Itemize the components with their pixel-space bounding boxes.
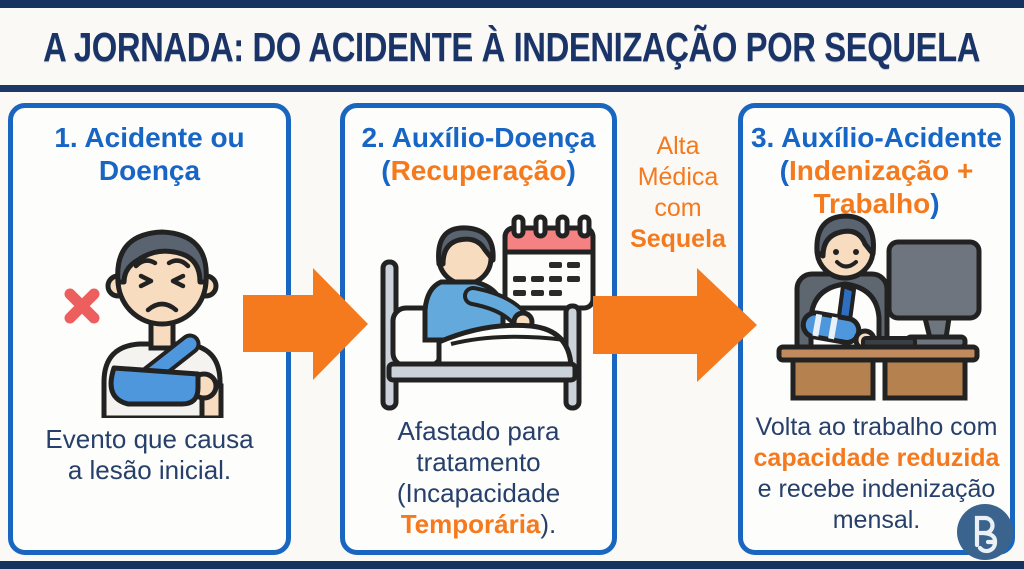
x-mark-icon [64, 288, 99, 324]
arm-cast-icon [800, 310, 861, 345]
step-card-accident-benefit: 3. Auxílio-Acidente (Indenização + Traba… [738, 103, 1015, 555]
man-at-desk-illustration [776, 213, 981, 401]
step3-heading: 3. Auxílio-Acidente (Indenização + Traba… [750, 122, 1002, 219]
man-in-bed-illustration [380, 214, 595, 411]
arrow-right-icon [593, 268, 757, 382]
step1-description: Evento que causa a lesão inicial. [45, 424, 254, 485]
step2-heading: 2. Auxílio-Doença (Recuperação) [361, 122, 596, 186]
calendar-icon [502, 214, 595, 311]
bottom-frame-bar [0, 561, 1024, 569]
brand-monogram-logo [957, 504, 1013, 560]
step3-description: Volta ao trabalho com capacidade reduzid… [753, 413, 1000, 534]
title-divider [0, 85, 1024, 92]
top-frame-bar [0, 0, 1024, 8]
header: A JORNADA: DO ACIDENTE À INDENIZAÇÃO POR… [0, 12, 1024, 82]
step-card-sick-pay: 2. Auxílio-Doença (Recuperação) [340, 103, 617, 555]
page-title: A JORNADA: DO ACIDENTE À INDENIZAÇÃO POR… [43, 23, 981, 70]
medical-discharge-label: Alta Médica com Sequela [630, 132, 726, 253]
injured-man-illustration [64, 229, 223, 418]
step1-heading: 1. Acidente ou Doença [54, 122, 245, 186]
arrow-right-icon [243, 268, 368, 380]
step2-description: Afastado para tratamento (Incapacidade T… [396, 416, 561, 539]
monitor-icon [886, 239, 981, 350]
